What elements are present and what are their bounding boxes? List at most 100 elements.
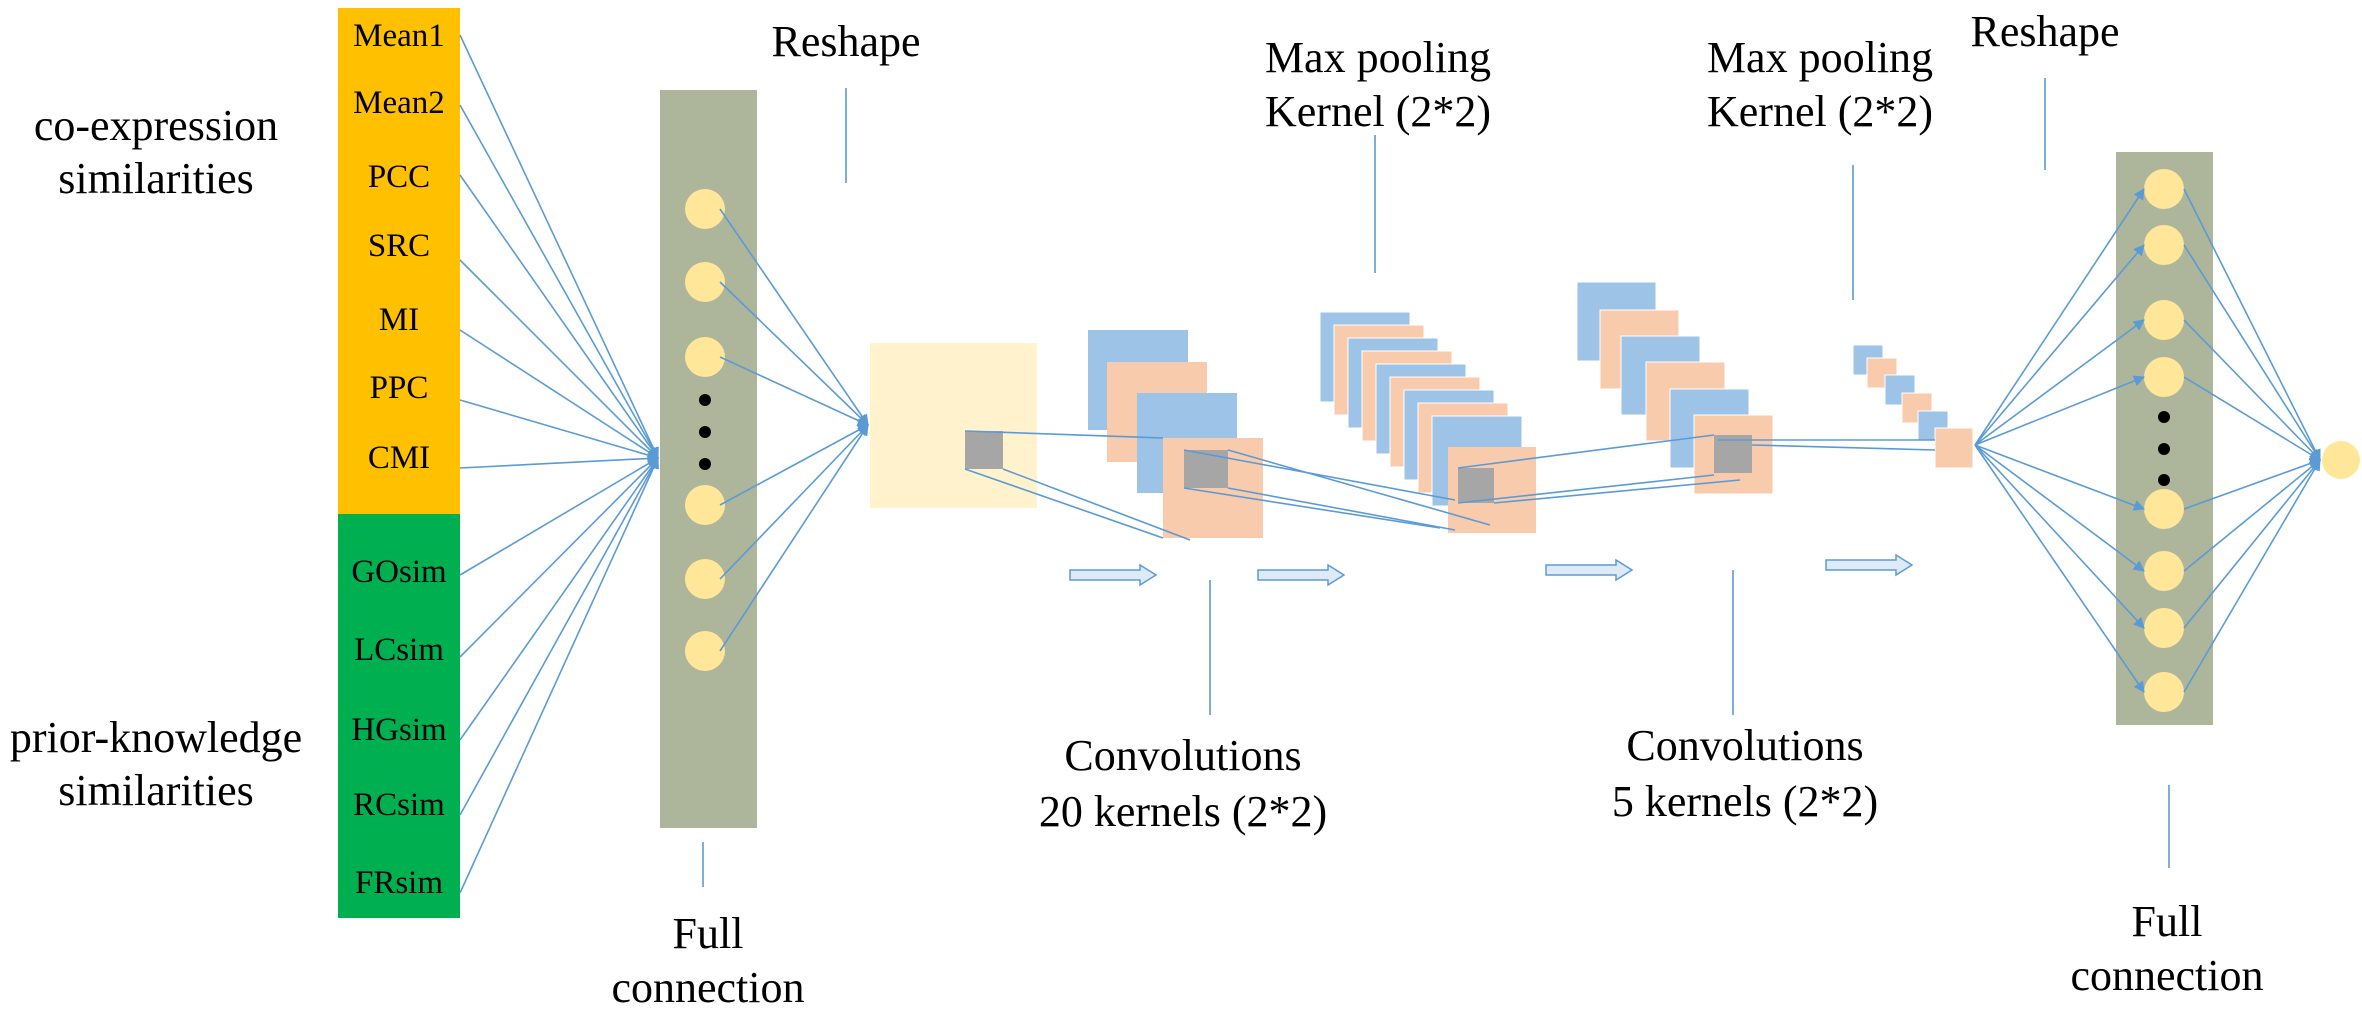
conv2-kernel-window [1714,435,1752,473]
connection-line [459,457,659,816]
flow-arrow [1545,558,1634,582]
conv2-caption-line2: 5 kernels (2*2) [1612,777,1878,826]
feature-label: GOsim [351,554,447,590]
connection-line [2183,244,2321,461]
feature-label: HGsim [351,712,447,748]
ellipsis-dot [699,426,711,438]
conv1-feature-maps [1088,330,1263,538]
feature-label: MI [379,302,419,338]
prior-knowledge-label-line2: similarities [58,766,254,815]
reshape-feature-map [870,343,1037,508]
feature-label: LCsim [354,632,444,668]
feature-label: Mean1 [353,18,445,54]
conv1-caption-line1: Convolutions [1064,731,1301,780]
connection-line [2183,376,2321,461]
neuron-node [2144,357,2184,397]
neuron-node [685,189,725,229]
fc1-nodes [685,189,725,671]
connection-line [459,174,659,459]
connection-line [459,457,659,658]
flow-arrow [1825,553,1914,577]
projection-lines [964,430,1936,541]
connection-line [1974,444,2146,511]
connection-line [459,34,659,460]
connection-line [1974,444,2145,572]
feature-label: FRsim [355,865,443,901]
connection-line [459,452,660,469]
output-node [2322,441,2360,479]
neuron-node [2144,551,2184,591]
conv2-caption-line1: Convolutions [1626,721,1863,770]
maxpool1-caption-line2: Kernel (2*2) [1265,87,1491,136]
connection-line [719,424,869,652]
conv1-caption-line2: 20 kernels (2*2) [1039,787,1327,836]
feature-label: Mean2 [353,85,445,121]
flow-arrow [1069,563,1158,587]
connection-line [459,456,659,894]
neuron-node [685,485,725,525]
flow-arrows [1069,553,1914,587]
pool2-feature-maps [1852,344,1974,469]
connection-line [719,424,869,506]
neuron-node [2144,489,2184,529]
pool2-map [1934,427,1974,469]
feature-label: PCC [368,159,430,195]
neuron-node [2144,672,2184,712]
connection-line [2183,319,2321,461]
pool1-kernel-window [1458,468,1494,503]
connection-line [459,104,659,459]
neuron-node [685,559,725,599]
feature-label: PPC [370,370,429,406]
connection-line [719,281,869,426]
ellipsis-dot [2158,474,2170,486]
reshape-kernel-window [965,431,1003,469]
feature-label: RCsim [353,787,445,823]
feature-label: CMI [368,440,430,476]
connection-line [2183,459,2321,572]
reshape-caption-1: Reshape [771,17,920,66]
coexpression-label-line2: similarities [58,154,254,203]
neuron-node [2144,608,2184,648]
pool1-feature-maps [1319,311,1536,533]
connection-line [2183,459,2321,629]
callout-lines [702,78,2170,887]
fc1-caption-line1: Full [673,909,744,958]
connection-line [1974,375,2146,446]
connection-line [2183,459,2321,693]
feature-to-fc1-lines [459,34,660,894]
connection-line [1974,444,2145,693]
conv2-feature-maps [1576,281,1774,495]
connection-line [459,329,659,459]
coexpression-label-line1: co-expression [34,101,278,150]
feature-column [338,8,460,918]
neuron-node [2144,300,2184,340]
connection-line [2183,458,2322,510]
neuron-node [2144,225,2184,265]
connection-line [459,399,660,461]
feature-label: SRC [368,228,430,264]
flow-arrow [1257,563,1346,587]
connection-line [719,424,869,580]
connection-line [459,457,659,741]
connection-line [1974,444,2145,629]
neuron-node [685,262,725,302]
coexpression-feature-block [338,8,460,514]
fc2-connection-lines [1974,188,2322,693]
connection-line [719,208,869,426]
ellipsis-dot [2158,443,2170,455]
connection-line [459,259,659,459]
ellipsis-dot [2158,411,2170,423]
maxpool1-caption-line1: Max pooling [1265,33,1491,82]
pool2-map [1866,357,1898,389]
connection-line [1974,244,2145,446]
conv1-kernel-window [1184,450,1228,488]
maxpool2-caption-line2: Kernel (2*2) [1707,87,1933,136]
connection-line [2183,188,2321,462]
reshape-caption-2: Reshape [1970,7,2119,56]
connection-line [459,457,659,576]
ellipsis-dot [699,458,711,470]
prior-knowledge-feature-block [338,514,460,918]
neuron-node [685,631,725,671]
fc2-nodes [2144,169,2184,712]
